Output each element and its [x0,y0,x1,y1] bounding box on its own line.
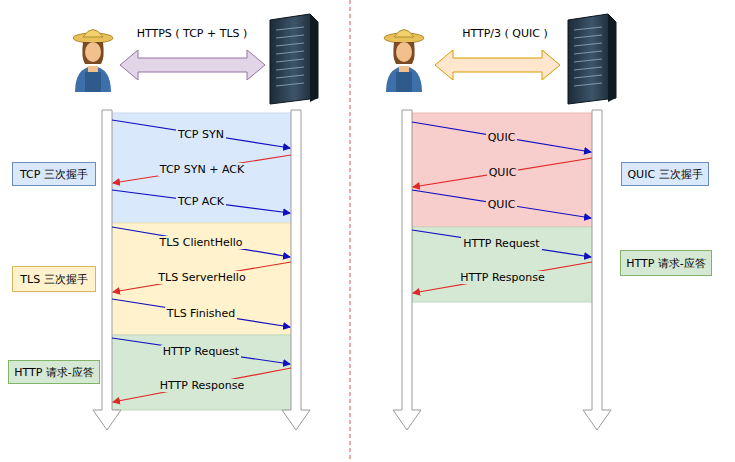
message-arrow [112,299,290,327]
phase-label: HTTP 请求-应答 [626,257,706,270]
message-arrow [112,120,290,148]
message-label: QUIC [486,198,518,211]
message-arrow [113,155,291,183]
message-arrow [112,227,290,257]
message-label: QUIC [487,166,519,179]
message-label: QUIC [486,131,518,144]
message-label: HTTP Request [461,237,541,250]
message-arrow [413,262,592,293]
protocol-title: HTTP/3 ( QUIC ) [460,27,550,40]
message-arrow [112,190,290,213]
message-label: HTTP Response [158,379,246,392]
phase-box: TLS 三次握手 [12,266,96,292]
message-arrow [113,368,291,402]
phase-label: QUIC 三次握手 [627,168,702,181]
phase-label: HTTP 请求-应答 [14,366,94,379]
message-label: TLS ClientHello [157,236,244,249]
message-arrow [412,230,591,257]
message-arrow [412,122,591,152]
phase-box: QUIC 三次握手 [621,162,708,186]
message-label: TLS Finished [165,307,237,320]
message-label: HTTP Response [458,271,546,284]
message-arrow [112,338,290,364]
message-arrow [412,190,591,218]
message-arrow [113,262,291,292]
phase-box: TCP 三次握手 [12,162,96,186]
message-label: TCP SYN + ACK [158,163,246,176]
phase-box: HTTP 请求-应答 [620,250,712,276]
message-label: TLS ServerHello [156,271,247,284]
message-label: TCP ACK [176,195,226,208]
message-label: HTTP Request [161,345,241,358]
phase-label: TLS 三次握手 [20,273,87,286]
phase-label: TCP 三次握手 [20,168,88,181]
protocol-title: HTTPS ( TCP + TLS ) [135,27,250,40]
message-label: TCP SYN [176,128,226,141]
message-arrow [413,158,592,187]
phase-box: HTTP 请求-应答 [8,360,100,384]
